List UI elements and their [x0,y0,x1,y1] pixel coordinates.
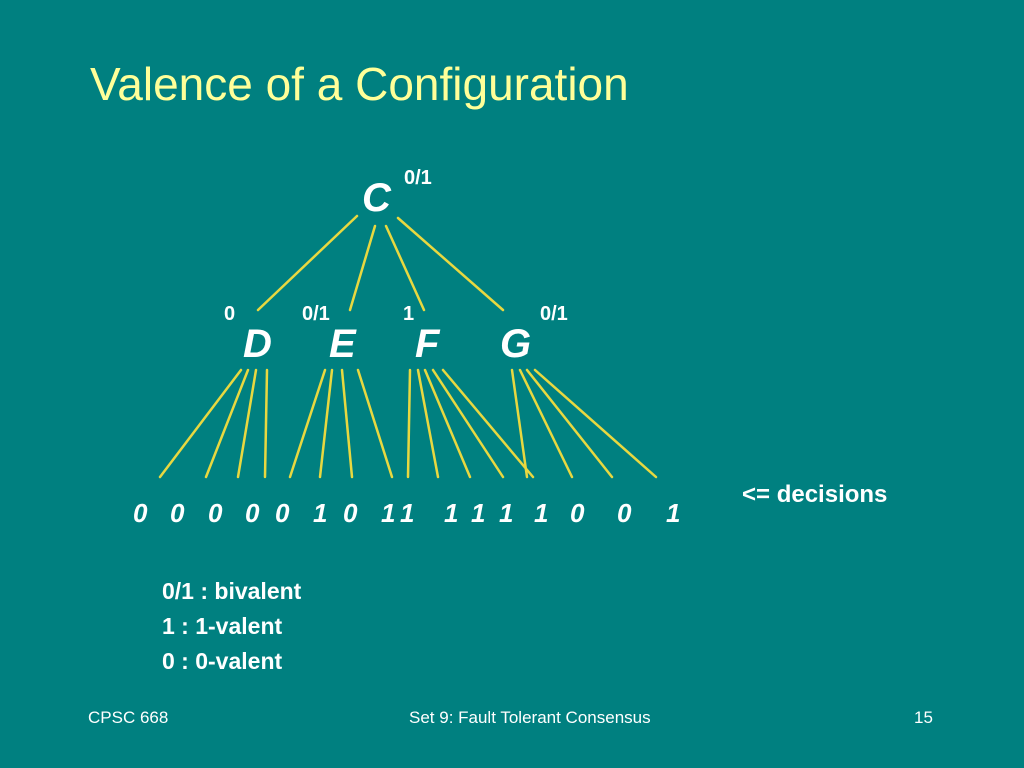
node-root: C [362,176,391,220]
node-d: D [243,322,272,366]
edge-e-leaf [356,368,394,479]
legend-item-1-valent: 1 : 1-valent [162,613,283,639]
edge-f-leaf [441,368,535,479]
slide-title: Valence of a Configuration [90,58,629,110]
node-f: F [415,322,440,366]
edge-g-leaf [518,368,574,479]
valence-f: 1 [403,303,415,325]
node-e: E [329,322,356,366]
leaf-decision: 1 [400,498,415,528]
footer-page-number: 15 [914,708,933,727]
leaf-decision: 1 [471,498,486,528]
edge-g-leaf [533,368,658,479]
leaf-decision: 1 [499,498,514,528]
edge-d-leaf [158,368,243,479]
leaf-decision: 0 [570,498,585,528]
leaf-decision: 0 [617,498,632,528]
leaf-decision: 0 [275,498,290,528]
edge-d-leaf [263,368,269,479]
edge-c-f [384,224,426,312]
edge-e-leaf [318,368,334,479]
edge-g-leaf [510,368,529,479]
decisions-label: <= decisions [742,481,888,508]
footer-course: CPSC 668 [88,708,169,727]
valence-root: 0/1 [404,167,432,189]
leaf-decision: 1 [534,498,549,528]
edge-d-leaf [236,368,258,479]
leaf-decision: 0 [245,498,260,528]
leaf-decision: 0 [208,498,223,528]
edge-c-e [348,224,377,312]
edge-g-leaf [525,368,614,479]
footer-set-title: Set 9: Fault Tolerant Consensus [409,708,651,727]
valence-g: 0/1 [540,303,568,325]
edge-f-leaf [431,368,505,479]
edge-f-leaf [406,368,412,479]
leaf-decision: 1 [444,498,459,528]
leaf-decision: 1 [666,498,681,528]
leaf-decision: 0 [170,498,185,528]
edge-e-leaf [288,368,327,479]
legend: 0/1 : bivalent 1 : 1-valent 0 : 0-valent [162,574,301,679]
edge-e-leaf [340,368,354,479]
leaf-decision: 0 [133,498,148,528]
edge-f-leaf [416,368,440,479]
leaf-decision: 1 [313,498,328,528]
legend-item-bivalent: 0/1 : bivalent [162,578,302,604]
valence-e: 0/1 [302,303,330,325]
leaf-decision: 0 [343,498,358,528]
edge-c-d [256,214,359,312]
leaf-decision: 1 [381,498,396,528]
valence-d: 0 [224,303,236,325]
edge-d-leaf [204,368,250,479]
edge-c-g [396,216,505,312]
node-g: G [500,322,532,366]
edge-f-leaf [423,368,472,479]
legend-item-0-valent: 0 : 0-valent [162,648,283,674]
